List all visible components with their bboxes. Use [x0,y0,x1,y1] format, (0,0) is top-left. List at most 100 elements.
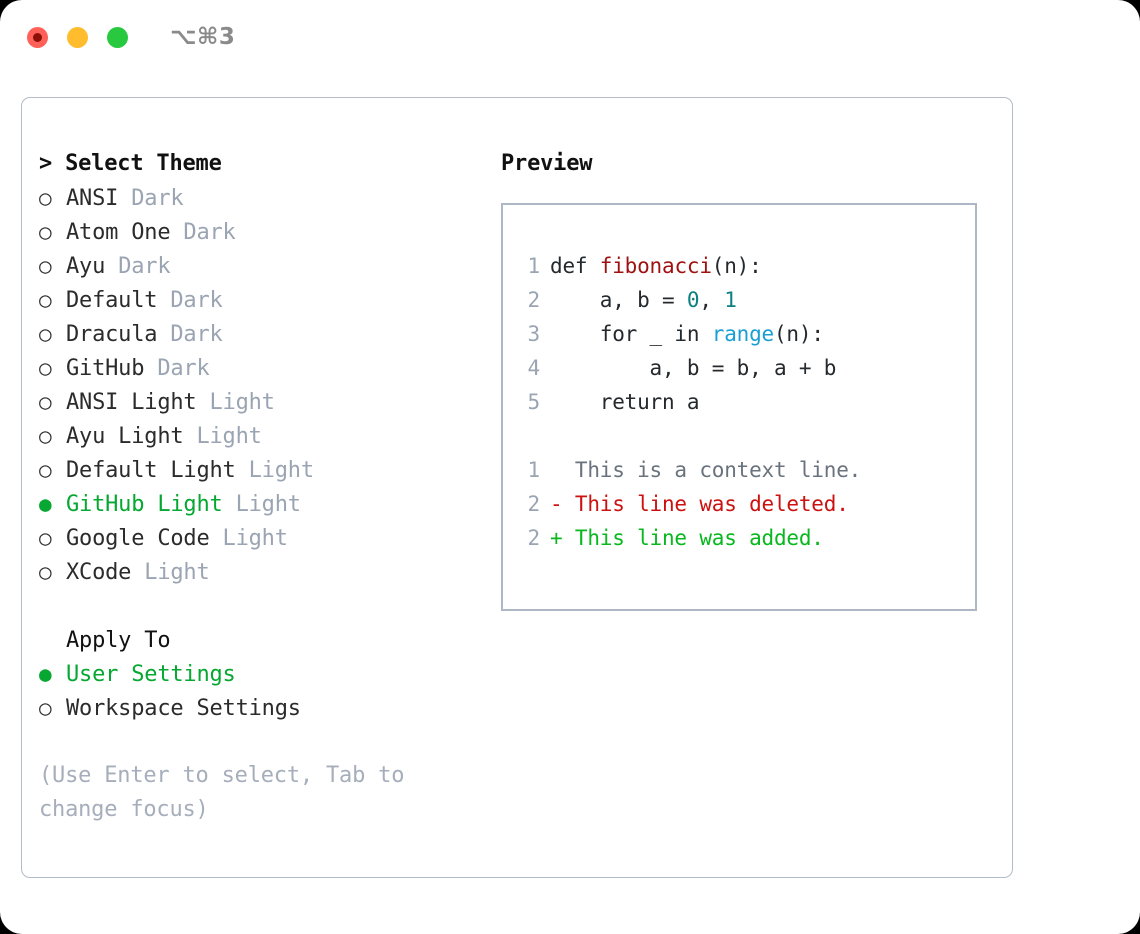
theme-option-ayu[interactable]: ○ Ayu Dark [39,249,479,283]
line-number: 2 [527,492,541,516]
theme-option-github-light[interactable]: ● GitHub Light Light [39,487,479,521]
minimize-button[interactable] [67,27,88,48]
apply-to-option-user-settings[interactable]: ● User Settings [39,657,479,691]
theme-variant-tag: Dark [131,186,184,211]
preview-title: Preview [501,151,593,176]
line-number: 3 [527,322,541,346]
radio-unselected-icon: ○ [39,220,52,244]
theme-option-dracula[interactable]: ○ Dracula Dark [39,317,479,351]
code-token-plain: a, b = [550,288,687,312]
radio-selected-icon: ● [39,662,52,686]
apply-to-marker-placeholder: ○ [39,623,66,657]
theme-option-default[interactable]: ○ Default Dark [39,283,479,317]
line-number: 5 [527,390,541,414]
theme-option-label: Default Light [66,458,249,483]
code-text: def fibonacci(n): [550,249,762,283]
theme-variant-tag: Light [144,560,210,585]
theme-variant-tag: Light [196,424,262,449]
code-token-plain: def [550,254,600,278]
theme-option-label: Google Code [66,526,223,551]
radio-unselected-icon: ○ [39,356,52,380]
theme-option-label: GitHub Light [66,492,236,517]
theme-option-github[interactable]: ○ GitHub Dark [39,351,479,385]
hint-text: (Use Enter to select, Tab to change focu… [39,763,418,822]
radio-unselected-icon: ○ [39,390,52,414]
apply-to-option-workspace-settings[interactable]: ○ Workspace Settings [39,691,479,725]
radio-unselected-icon: ○ [39,526,52,550]
code-token-plain: (n): [773,322,824,346]
theme-option-label: Ayu [66,254,119,279]
apply-to-option-label: User Settings [66,662,236,687]
code-text: + This line was added. [550,521,824,555]
main-panel: > Select Theme ○ANSI Dark○Atom One Dark○… [21,97,1013,878]
close-button[interactable] [27,27,48,48]
theme-option-label: Ayu Light [66,424,197,449]
code-token-plain: , [699,288,725,312]
radio-unselected-icon: ○ [39,560,52,584]
code-token-fn: fibonacci [599,254,712,278]
theme-selector-column: > Select Theme ○ANSI Dark○Atom One Dark○… [39,147,479,827]
theme-option-ayu-light[interactable]: ○ Ayu Light Light [39,419,479,453]
apply-to-list[interactable]: ● User Settings ○ Workspace Settings [39,657,479,725]
theme-variant-tag: Light [222,526,288,551]
maximize-button[interactable] [107,27,128,48]
theme-variant-tag: Dark [170,288,223,313]
line-number: 1 [527,458,541,482]
select-theme-header: > Select Theme [39,151,222,176]
code-token-plain: for _ in [550,322,712,346]
code-text: return a [550,385,700,419]
theme-option-label: Dracula [66,322,171,347]
theme-option-ansi[interactable]: ○ANSI Dark [39,181,479,215]
theme-option-ansi-light[interactable]: ○ANSI Light Light [39,385,479,419]
radio-unselected-icon: ○ [39,254,52,278]
code-token-num: 0 [686,288,700,312]
theme-option-label: Atom One [66,220,184,245]
diff-line: 2 - This line was deleted. [514,487,969,521]
theme-option-atom-one[interactable]: ○ Atom One Dark [39,215,479,249]
title-bar: ⌥⌘3 [0,0,1140,76]
apply-to-option-label: Workspace Settings [66,696,301,721]
radio-unselected-icon: ○ [39,424,52,448]
theme-option-default-light[interactable]: ○ Default Light Light [39,453,479,487]
line-number: 4 [527,356,541,380]
radio-selected-icon: ● [39,492,52,516]
radio-unselected-icon: ○ [39,458,52,482]
theme-variant-tag: Dark [183,220,236,245]
code-text: - This line was deleted. [550,487,849,521]
theme-option-xcode[interactable]: ○ XCode Light [39,555,479,589]
apply-to-header-label: Apply To [66,628,171,653]
code-token-plain: (n): [711,254,762,278]
radio-unselected-icon: ○ [39,696,52,720]
diff-line: 2 + This line was added. [514,521,969,555]
code-text: This is a context line. [550,453,861,487]
theme-option-label: GitHub [66,356,158,381]
line-number: 1 [527,254,541,278]
radio-unselected-icon: ○ [39,186,52,210]
theme-variant-tag: Light [235,492,301,517]
theme-variant-tag: Dark [157,356,210,381]
theme-option-label: XCode [66,560,145,585]
code-text: for _ in range(n): [550,317,824,351]
code-token-ctx: This is a context line. [550,458,862,482]
theme-list[interactable]: ○ANSI Dark○Atom One Dark○Ayu Dark○Defaul… [39,181,479,589]
code-blank-line [514,419,969,453]
line-number: 2 [527,526,541,550]
theme-variant-tag: Dark [170,322,223,347]
theme-option-label: Default [66,288,171,313]
theme-variant-tag: Light [248,458,314,483]
code-token-plain: return a [550,390,700,414]
code-text: a, b = b, a + b [550,351,837,385]
radio-unselected-icon: ○ [39,288,52,312]
theme-option-label: ANSI Light [66,390,210,415]
theme-option-google-code[interactable]: ○ Google Code Light [39,521,479,555]
close-icon [33,33,42,42]
theme-variant-tag: Dark [118,254,171,279]
line-number: 2 [527,288,541,312]
code-token-plain: a, b = b, a + b [550,356,837,380]
code-token-num: 1 [724,288,737,312]
radio-unselected-icon: ○ [39,322,52,346]
